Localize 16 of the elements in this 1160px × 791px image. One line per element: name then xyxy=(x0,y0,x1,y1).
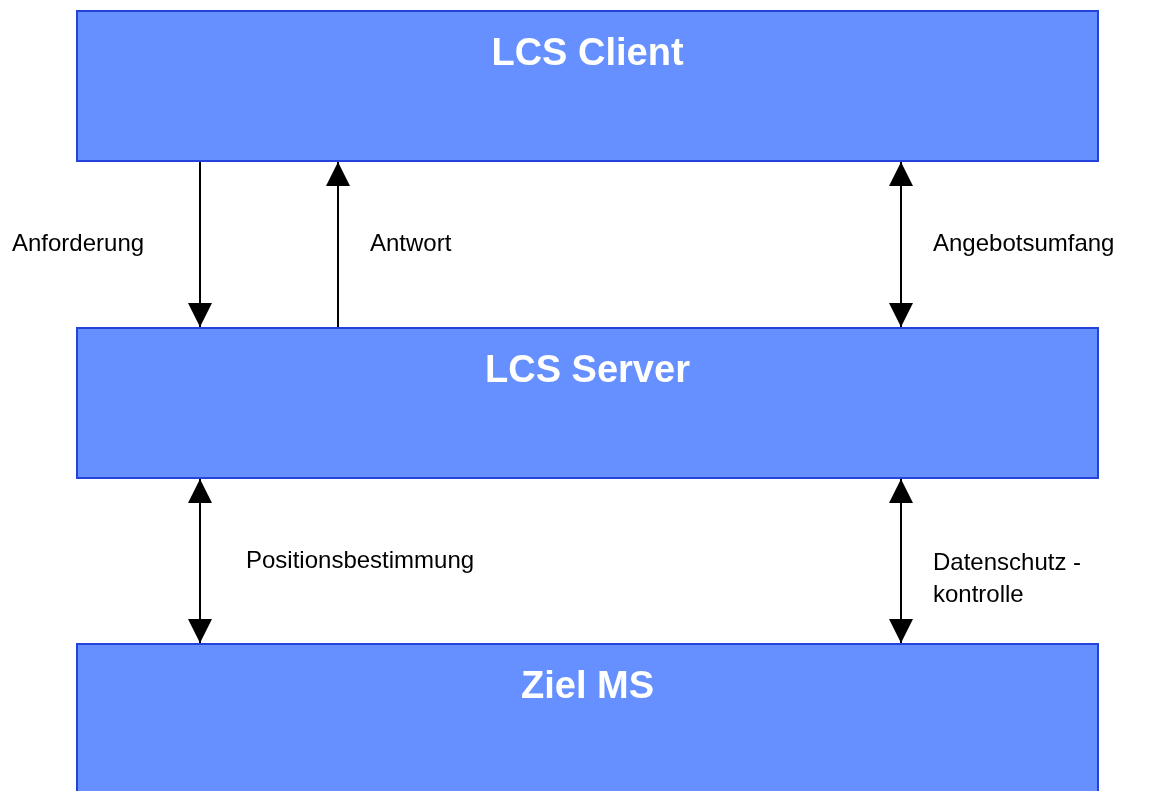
edge-label: Antwort xyxy=(370,228,452,258)
edge-label: Datenschutz -kontrolle xyxy=(933,547,1083,609)
arrow xyxy=(188,478,212,644)
process-box xyxy=(76,327,1099,479)
process-box xyxy=(76,10,1099,162)
arrow xyxy=(889,161,913,328)
arrow xyxy=(188,161,212,328)
arrow xyxy=(326,161,350,328)
edge-label: Positionsbestimmung xyxy=(246,545,475,575)
box-title: LCS Client xyxy=(490,30,685,74)
edge-label: Angebotsumfang xyxy=(933,228,1115,258)
edge-label: Anforderung xyxy=(12,228,145,258)
process-box xyxy=(76,643,1099,791)
box-title: LCS Server xyxy=(484,347,691,391)
box-title: Ziel MS xyxy=(520,663,655,707)
arrow xyxy=(889,478,913,644)
